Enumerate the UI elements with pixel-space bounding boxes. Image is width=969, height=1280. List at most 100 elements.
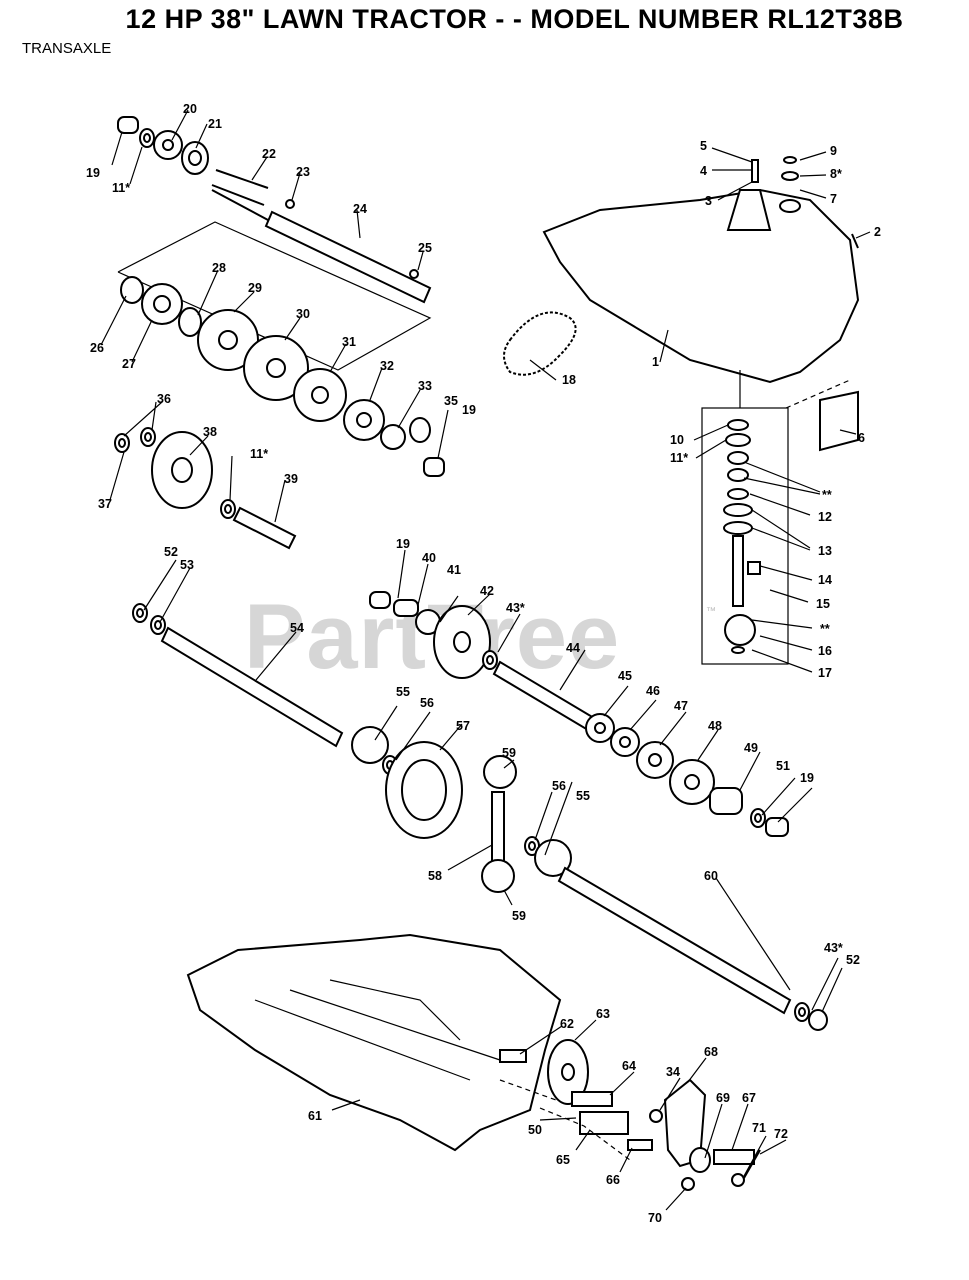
callout-33: 33 bbox=[418, 379, 432, 393]
callout-72: 72 bbox=[774, 1127, 788, 1141]
callout-19: 19 bbox=[462, 403, 476, 417]
gear-stack bbox=[120, 276, 445, 477]
callout-15: 15 bbox=[816, 597, 830, 611]
callout-43: 43* bbox=[506, 601, 525, 615]
section-label: TRANSAXLE bbox=[22, 40, 112, 57]
callout-11: 11* bbox=[112, 181, 130, 195]
part-61-lower-case bbox=[186, 933, 562, 1152]
part-72-pin bbox=[743, 1149, 761, 1179]
callout-1: 1 bbox=[652, 355, 659, 369]
part-66-spacer bbox=[627, 1139, 653, 1151]
part-9-washer bbox=[783, 156, 797, 164]
part-58-cross-shaft bbox=[491, 791, 505, 863]
callout-19: 19 bbox=[800, 771, 814, 785]
callout-35: 35 bbox=[444, 394, 458, 408]
part-34-ball bbox=[649, 1109, 663, 1123]
callout-43: 43* bbox=[824, 941, 843, 955]
upper-shaft-assembly bbox=[117, 116, 432, 371]
part-25-ball bbox=[409, 269, 419, 279]
part-19-bushing bbox=[765, 817, 789, 837]
part-54-axle bbox=[160, 626, 344, 748]
callout-44: 44 bbox=[566, 641, 580, 655]
part-43-washer bbox=[794, 1002, 810, 1022]
callout-14: 14 bbox=[818, 573, 832, 587]
part-11-washer bbox=[220, 499, 236, 519]
callout-47: 47 bbox=[674, 699, 688, 713]
callout-32: 32 bbox=[380, 359, 394, 373]
callout-59: 59 bbox=[502, 746, 516, 760]
callout-52: 52 bbox=[846, 953, 860, 967]
callout-7: 7 bbox=[830, 192, 837, 206]
part-19-bushing bbox=[117, 116, 139, 134]
callout-labels: 20 21 19 11* 22 23 24 25 28 29 30 26 27 … bbox=[86, 102, 881, 1225]
callout-71: 71 bbox=[752, 1121, 766, 1135]
callout-double-star: ** bbox=[820, 622, 830, 636]
callout-12: 12 bbox=[818, 510, 832, 524]
part-51-washer bbox=[750, 808, 766, 828]
callout-17: 17 bbox=[818, 666, 832, 680]
callout-41: 41 bbox=[447, 563, 461, 577]
part-64-pad bbox=[571, 1091, 613, 1107]
part-55-bevel-gear bbox=[534, 839, 572, 877]
part-52-ring bbox=[132, 603, 148, 623]
callout-26: 26 bbox=[90, 341, 104, 355]
part-53-washer bbox=[150, 615, 166, 635]
page-title: 12 HP 38" LAWN TRACTOR - - MODEL NUMBER … bbox=[125, 4, 904, 34]
part-1-upper-case bbox=[542, 156, 860, 452]
callout-11: 11* bbox=[670, 451, 688, 465]
callout-65: 65 bbox=[556, 1153, 570, 1167]
callout-25: 25 bbox=[418, 241, 432, 255]
callout-19: 19 bbox=[86, 166, 100, 180]
part-46-gear bbox=[610, 727, 640, 757]
callout-10: 10 bbox=[670, 433, 684, 447]
callout-55: 55 bbox=[396, 685, 410, 699]
part-19-bushing bbox=[369, 591, 391, 609]
part-59-pinion bbox=[481, 859, 515, 893]
callout-30: 30 bbox=[296, 307, 310, 321]
part-45-gear bbox=[585, 713, 615, 743]
part-39-shaft bbox=[232, 506, 297, 550]
callout-6: 6 bbox=[858, 431, 865, 445]
callout-4: 4 bbox=[700, 164, 707, 178]
part-2-bolt bbox=[851, 233, 859, 249]
part-40-spacer bbox=[393, 599, 419, 617]
callout-60: 60 bbox=[704, 869, 718, 883]
part-33-washer bbox=[380, 424, 406, 450]
part-71-washer bbox=[731, 1173, 745, 1187]
callout-61: 61 bbox=[308, 1109, 322, 1123]
callout-39: 39 bbox=[284, 472, 298, 486]
callout-3: 3 bbox=[705, 194, 712, 208]
part-49-bushing bbox=[709, 787, 743, 815]
callout-68: 68 bbox=[704, 1045, 718, 1059]
callout-37: 37 bbox=[98, 497, 112, 511]
callout-49: 49 bbox=[744, 741, 758, 755]
part-19-bushing bbox=[423, 457, 445, 477]
shift-assembly-box bbox=[701, 407, 789, 665]
part-35-ring bbox=[409, 417, 431, 443]
callout-66: 66 bbox=[606, 1173, 620, 1187]
callout-63: 63 bbox=[596, 1007, 610, 1021]
callout-46: 46 bbox=[646, 684, 660, 698]
callout-2: 2 bbox=[874, 225, 881, 239]
axle-shaft-group bbox=[132, 603, 828, 1031]
callout-62: 62 bbox=[560, 1017, 574, 1031]
callout-31: 31 bbox=[342, 335, 356, 349]
part-65-caliper bbox=[579, 1111, 629, 1135]
callout-69: 69 bbox=[716, 1091, 730, 1105]
callout-58: 58 bbox=[428, 869, 442, 883]
watermark: PartTree bbox=[244, 586, 621, 688]
callout-54: 54 bbox=[290, 621, 304, 635]
part-6-bracket bbox=[819, 390, 859, 452]
watermark-trademark: ™ bbox=[706, 606, 716, 617]
brake-assembly bbox=[499, 1039, 761, 1191]
part-4-pin bbox=[751, 159, 759, 183]
callout-48: 48 bbox=[708, 719, 722, 733]
callout-56: 56 bbox=[552, 779, 566, 793]
callout-34: 34 bbox=[666, 1065, 680, 1079]
part-52-ring bbox=[808, 1009, 828, 1031]
callout-52: 52 bbox=[164, 545, 178, 559]
callout-70: 70 bbox=[648, 1211, 662, 1225]
callout-53: 53 bbox=[180, 558, 194, 572]
callout-22: 22 bbox=[262, 147, 276, 161]
